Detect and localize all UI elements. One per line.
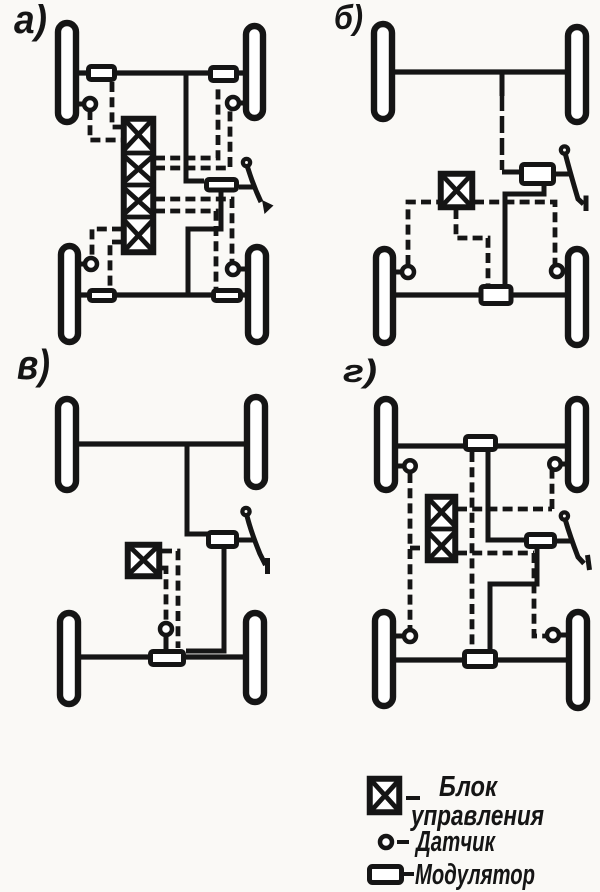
svg-text:б): б)	[334, 0, 363, 37]
svg-text:Модулятор: Модулятор	[415, 859, 535, 891]
svg-text:управления: управления	[409, 800, 544, 832]
svg-text:в): в)	[17, 341, 50, 388]
svg-text:Датчик: Датчик	[414, 826, 496, 858]
svg-text:Блок: Блок	[439, 771, 498, 803]
svg-text:а): а)	[14, 0, 47, 42]
svg-text:г): г)	[343, 353, 377, 389]
